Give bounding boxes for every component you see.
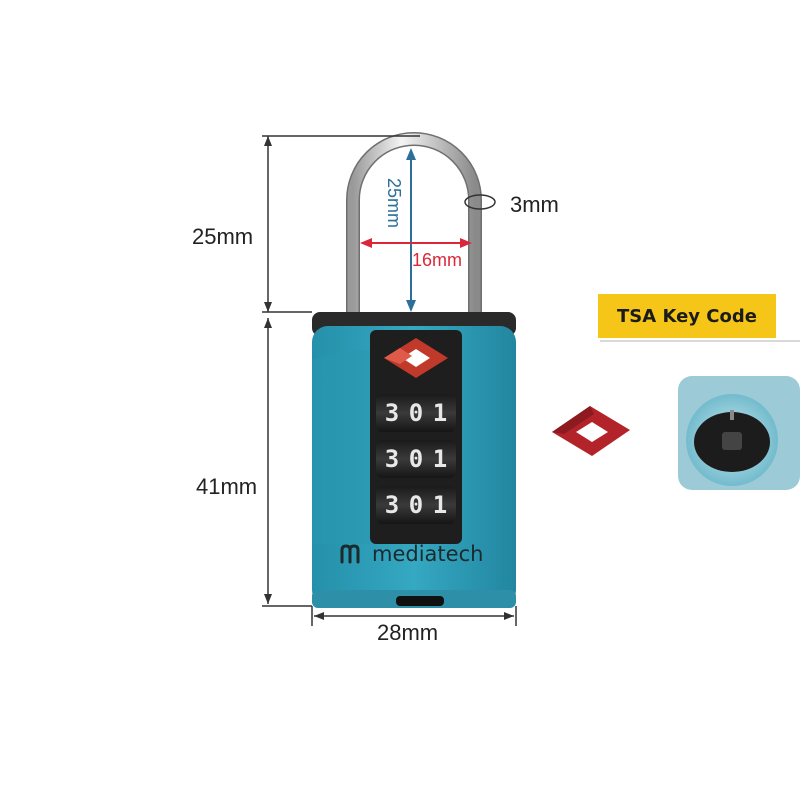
- combination-dials: [376, 394, 456, 524]
- inner-height-arrow: [406, 148, 416, 312]
- dimension-lines: [262, 135, 517, 626]
- dial-digit[interactable]: 3: [384, 491, 400, 519]
- inner-height-label: 25mm: [384, 178, 404, 229]
- dial-digit[interactable]: 1: [432, 491, 448, 519]
- thickness-ring-icon: [464, 194, 496, 210]
- shackle-thickness-label: 3mm: [510, 192, 559, 217]
- brand-m-icon: [340, 544, 360, 564]
- dial-digit[interactable]: 1: [432, 445, 448, 473]
- dial-digit[interactable]: 0: [408, 399, 424, 427]
- dial-digit[interactable]: 1: [432, 399, 448, 427]
- tsa-key-cylinder-photo: [678, 376, 800, 490]
- dimension-arrowheads: [264, 136, 514, 620]
- brand-logo: mediatech: [340, 542, 483, 566]
- dial-digit[interactable]: 0: [408, 445, 424, 473]
- dial-row-1: 3 0 1: [380, 396, 452, 430]
- dial-digit[interactable]: 3: [384, 399, 400, 427]
- shackle: [346, 132, 482, 318]
- dial-row-2: 3 0 1: [380, 442, 452, 476]
- body-width-label: 28mm: [377, 620, 439, 645]
- brand-name: mediatech: [372, 542, 484, 566]
- tsa-key-code-banner: TSA Key Code: [598, 294, 776, 338]
- tsa-emblem-on-lock: [384, 338, 448, 378]
- banner-underline: [600, 340, 800, 342]
- inner-width-label: 16mm: [412, 250, 463, 270]
- tsa-diamond-icon: [552, 406, 630, 456]
- dial-digit[interactable]: 3: [384, 445, 400, 473]
- inner-width-arrow: [360, 238, 472, 248]
- tsa-key-code-label: TSA Key Code: [617, 305, 757, 327]
- shackle-height-label: 25mm: [192, 224, 254, 249]
- body-height-label: 41mm: [196, 474, 258, 499]
- dial-row-3: 3 0 1: [380, 488, 452, 522]
- dial-digit[interactable]: 0: [408, 491, 424, 519]
